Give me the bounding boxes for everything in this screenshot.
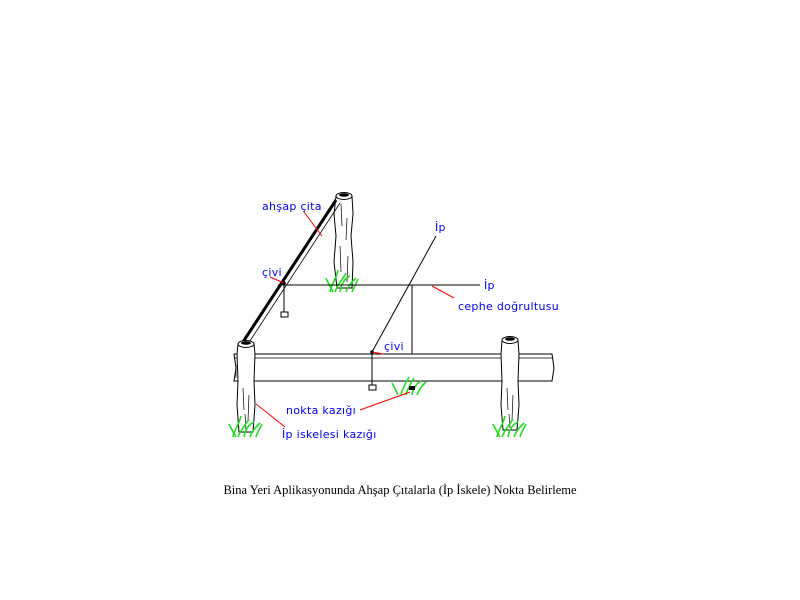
label-ip-top: İp bbox=[435, 221, 446, 234]
lower-plumb-bob bbox=[368, 384, 377, 391]
wooden-batten bbox=[239, 199, 341, 348]
label-ip-iskelesi-kazigi: İp iskelesi kazığı bbox=[282, 428, 377, 441]
grass-tuft bbox=[228, 415, 263, 438]
back-stake bbox=[333, 192, 354, 289]
label-civi-upper: çivi bbox=[262, 266, 282, 279]
figure-caption: Bina Yeri Aplikasyonunda Ahşap Çıtalarla… bbox=[223, 483, 577, 497]
grass-tuft bbox=[325, 269, 359, 293]
label-ahsap-cita: ahşap çita bbox=[262, 200, 322, 213]
right-stake bbox=[500, 336, 520, 431]
point-stake bbox=[391, 376, 427, 396]
grass-tuft bbox=[492, 415, 527, 438]
label-cephe-dogrultusu: cephe doğrultusu bbox=[458, 300, 559, 313]
label-ip-right: İp bbox=[484, 279, 495, 292]
diagonal-string bbox=[371, 235, 437, 353]
left-stake bbox=[236, 340, 256, 433]
label-civi-lower: çivi bbox=[384, 340, 404, 353]
leader-lines bbox=[255, 211, 455, 428]
upper-plumb-bob bbox=[280, 311, 289, 318]
label-nokta-kazigi: nokta kazığı bbox=[286, 404, 356, 417]
